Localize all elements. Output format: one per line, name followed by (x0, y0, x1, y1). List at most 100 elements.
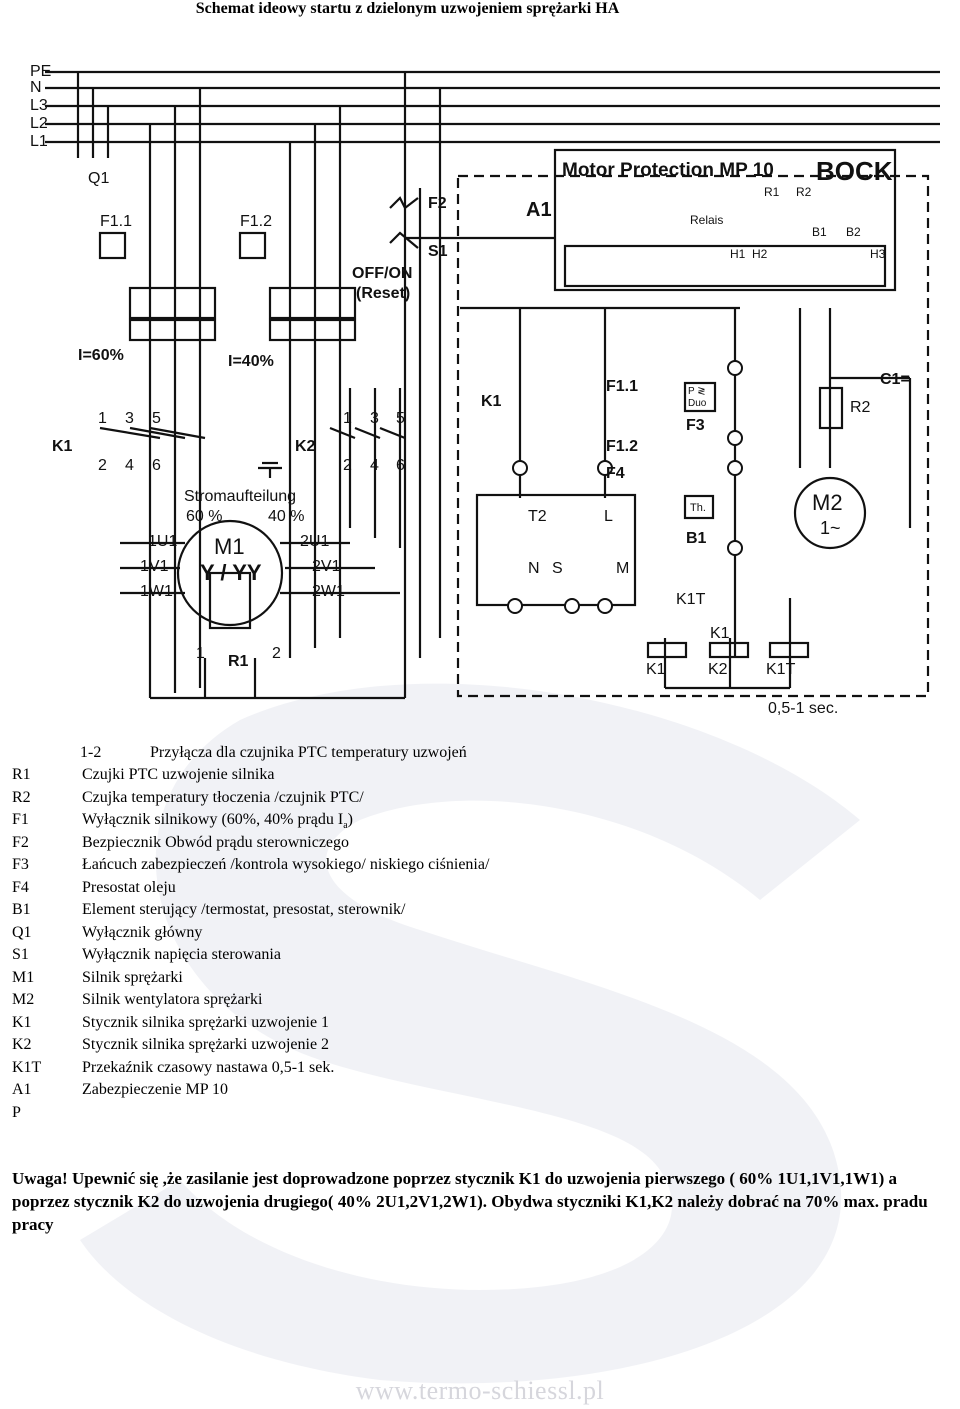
legend-code: F4 (12, 878, 29, 896)
legend-code: R1 (12, 766, 31, 783)
legend-code: Q1 (12, 923, 32, 941)
k2-terminal-3: 3 (370, 410, 379, 427)
legend-desc: Zabezpieczenie MP 10 (82, 1081, 229, 1098)
legend-desc: Wyłącznik silnikowy (60%, 40% prądu I (82, 811, 344, 828)
legend-row: B1 Element sterujący /termostat, presosta… (12, 899, 712, 922)
k1-terminal-3: 3 (125, 410, 134, 427)
legend-row: R1 Czujki PTC uzwojenie silnika (12, 764, 712, 787)
legend-desc: Przekaźnik czasowy nastawa 0,5-1 sek. (82, 1058, 335, 1076)
m2-sub-label: 1~ (820, 518, 841, 538)
a1-label: A1 (526, 199, 552, 221)
legend-row: K1 Stycznik silnika sprężarki uzwojenie 1 (12, 1012, 712, 1035)
b1-box-label: Th. (690, 502, 706, 514)
legend-desc: Element sterujący /termostat, presostat,… (82, 901, 406, 918)
relais-label: Relais (690, 213, 723, 227)
line-pe-label: PE (30, 63, 51, 80)
off-on-label: OFF/ON (352, 265, 412, 282)
legend-desc: Łańcuch zabezpieczeń /kontrola wysokiego… (82, 856, 490, 873)
f12-label: F1.2 (240, 213, 272, 230)
legend-code: F1 (12, 811, 29, 828)
m1-label: M1 (214, 534, 245, 559)
k1-contact-label: K1 (481, 393, 502, 410)
legend-desc: Silnik sprężarki (82, 968, 183, 986)
k2-label: K2 (295, 438, 316, 455)
f11-contact-label: F1.1 (606, 378, 638, 395)
k1-label: K1 (52, 438, 73, 455)
legend-row: F1 Wyłącznik silnikowy (60%, 40% prądu Ia… (12, 809, 712, 832)
k1-terminal-1: 1 (98, 410, 107, 427)
k1-terminal-5: 5 (152, 410, 161, 427)
legend-code: R2 (12, 788, 31, 806)
legend-desc: Wyłącznik napięcia sterowania (82, 946, 281, 963)
k1-terminal-4: 4 (125, 457, 134, 474)
legend-row: K1T Przekaźnik czasowy nastawa 0,5-1 sek. (12, 1057, 712, 1080)
pct40-label: 40 % (268, 508, 304, 525)
h3-label: H3 (870, 247, 886, 261)
h1-label: H1 (730, 247, 746, 261)
n-label: N (528, 560, 540, 577)
coil-k1-label: K1 (646, 661, 666, 678)
f12-current-label: I=40% (228, 353, 274, 370)
legend-row: P (12, 1102, 712, 1125)
f2-label: F2 (428, 195, 447, 212)
mp-b2-label: B2 (846, 225, 861, 239)
legend-code: M1 (12, 968, 35, 986)
q1-label: Q1 (88, 170, 109, 187)
line-l3-label: L3 (30, 97, 48, 114)
wiring-diagram: PE N L3 L2 L1 Q1 F1.1 F1.2 F2 S1 OFF/ON … (30, 63, 940, 717)
legend-code: K2 (12, 1036, 32, 1053)
stromaufteilung-label: Stromaufteilung (184, 488, 296, 505)
r1-terminal-2: 2 (272, 645, 281, 662)
f4-label: F4 (606, 465, 625, 482)
r1-label: R1 (228, 653, 249, 670)
pct60-label: 60 % (186, 508, 222, 525)
legend-desc-wrap: Wyłącznik silnikowy (60%, 40% prądu Ia) (82, 809, 353, 838)
legend-code: 1-2 (80, 744, 102, 761)
legend-desc: Przyłącza dla czujnika PTC temperatury u… (150, 744, 467, 761)
legend-row: F4 Presostat oleju (12, 877, 712, 900)
legend-code: P (12, 1103, 21, 1121)
legend-code: M2 (12, 991, 35, 1008)
r2-label: R2 (850, 399, 871, 416)
k1-terminal-6: 6 (152, 457, 161, 474)
warning-note: Uwaga! Upewnić się ,że zasilanie jest do… (12, 1169, 928, 1234)
legend-desc: Presostat oleju (82, 878, 176, 896)
k2-terminal-6: 6 (396, 457, 405, 474)
k2-terminal-2: 2 (343, 457, 352, 474)
legend-row: R2 Czujka temperatury tłoczenia /czujnik … (12, 787, 712, 810)
k1-aux-contact-label: K1 (710, 625, 730, 642)
coil-k1t-label: K1T (766, 661, 796, 678)
1v1-label: 1V1 (140, 558, 169, 575)
s-label: S (552, 560, 563, 577)
k1t-contact-label: K1T (676, 591, 706, 608)
legend-desc-subscript: a (343, 820, 348, 832)
legend-desc: Stycznik silnika sprężarki uzwojenie 1 (82, 1013, 330, 1031)
legend-code: K1 (12, 1013, 32, 1031)
legend-code: K1T (12, 1058, 42, 1076)
line-l1-label: L1 (30, 133, 48, 150)
legend-desc: Stycznik silnika sprężarki uzwojenie 2 (82, 1036, 330, 1053)
legend-code: B1 (12, 901, 31, 918)
1u1-label: 1U1 (148, 533, 177, 550)
legend-desc: Czujki PTC uzwojenie silnika (82, 766, 275, 783)
r1-terminal-1: 1 (196, 645, 205, 662)
legend-first-row: 1-2 Przyłącza dla czujnika PTC temperatur… (80, 742, 467, 764)
legend-desc: Czujka temperatury tłoczenia /czujnik PT… (82, 788, 364, 806)
legend-desc: Bezpiecznik Obwód prądu sterowniczego (82, 833, 350, 851)
coil-k2-label: K2 (708, 661, 728, 678)
legend-row: M1 Silnik sprężarki (12, 967, 712, 990)
2u1-label: 2U1 (300, 533, 329, 550)
2v1-label: 2V1 (312, 558, 341, 575)
bock-logo: BOCK (816, 156, 893, 186)
legend-desc-tail: ) (347, 811, 353, 828)
legend-code: A1 (12, 1081, 32, 1098)
m1-sub-label: Y / YY (200, 560, 262, 585)
k2-terminal-4: 4 (370, 457, 379, 474)
f3-label: F3 (686, 417, 705, 434)
mp-title: Motor Protection MP 10 (562, 160, 774, 181)
2w1-label: 2W1 (312, 583, 345, 600)
legend-row: A1 Zabezpieczenie MP 10 (12, 1079, 712, 1102)
